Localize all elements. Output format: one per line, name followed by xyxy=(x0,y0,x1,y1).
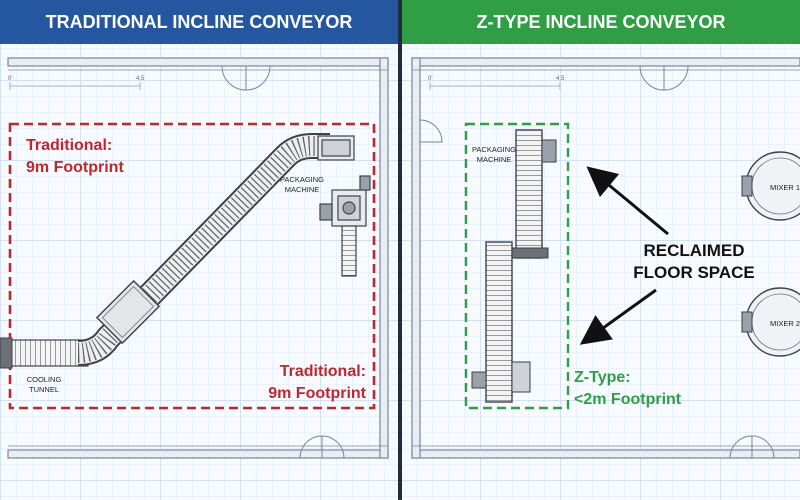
mixer-1-label: MIXER 1 xyxy=(770,183,800,192)
left-scale: 0' 4.5 xyxy=(8,76,145,90)
door-icon xyxy=(221,65,345,459)
packaging-machine-left xyxy=(317,135,371,277)
right-panel: 0' 4.5 MIXER 1 MIXER 2 xyxy=(402,0,800,500)
left-panel: 0' 4.5 xyxy=(0,0,398,500)
traditional-footprint-boundary xyxy=(8,122,376,410)
packaging-machine-label-right-line2: MACHINE xyxy=(477,155,512,164)
left-scale-end: 4.5 xyxy=(136,76,145,82)
ztype-label-line2: <2m Footprint xyxy=(574,391,682,408)
left-panel-title: TRADITIONAL INCLINE CONVEYOR xyxy=(46,12,353,32)
left-header xyxy=(0,0,398,44)
packaging-machine-label-left-line1: PACKAGING xyxy=(280,175,324,184)
right-header xyxy=(402,0,800,44)
left-scale-start: 0' xyxy=(8,76,12,82)
arrow-icon xyxy=(579,288,657,345)
reclaimed-label-line1: RECLAIMED xyxy=(643,241,744,260)
traditional-label-top-line2: 9m Footprint xyxy=(26,159,124,176)
ztype-conveyor-upper xyxy=(507,129,557,259)
mixer-2-label: MIXER 2 xyxy=(770,319,800,328)
ztype-conveyor-lower xyxy=(471,241,531,403)
incline-conveyor xyxy=(77,133,330,366)
cooling-tunnel-label-line2: TUNNEL xyxy=(29,385,59,394)
right-scale-end: 4.5 xyxy=(556,76,565,82)
traditional-label-bottom-line1: Traditional: xyxy=(280,363,366,380)
right-walls xyxy=(411,57,800,459)
mixer-1 xyxy=(741,151,800,221)
right-panel-title: Z-TYPE INCLINE CONVEYOR xyxy=(476,12,725,32)
right-grid xyxy=(402,44,800,500)
ztype-label-line1: Z-Type: xyxy=(574,369,631,386)
door-icon xyxy=(419,65,775,459)
left-grid xyxy=(0,44,398,500)
cooling-tunnel xyxy=(0,337,89,369)
arrow-icon xyxy=(586,166,669,236)
ztype-footprint-boundary xyxy=(464,122,570,410)
mixer-2 xyxy=(741,287,800,357)
packaging-machine-label-left-line2: MACHINE xyxy=(285,185,320,194)
right-scale-start: 0' xyxy=(428,76,432,82)
reclaimed-label-line2: FLOOR SPACE xyxy=(633,263,755,282)
cooling-tunnel-label-line1: COOLING xyxy=(27,375,62,384)
panel-divider xyxy=(398,0,402,500)
right-scale: 0' 4.5 xyxy=(428,76,565,90)
packaging-machine-label-right-line1: PACKAGING xyxy=(472,145,516,154)
left-walls xyxy=(7,57,389,459)
traditional-label-top-line1: Traditional: xyxy=(26,137,112,154)
traditional-label-bottom-line2: 9m Footprint xyxy=(268,385,366,402)
